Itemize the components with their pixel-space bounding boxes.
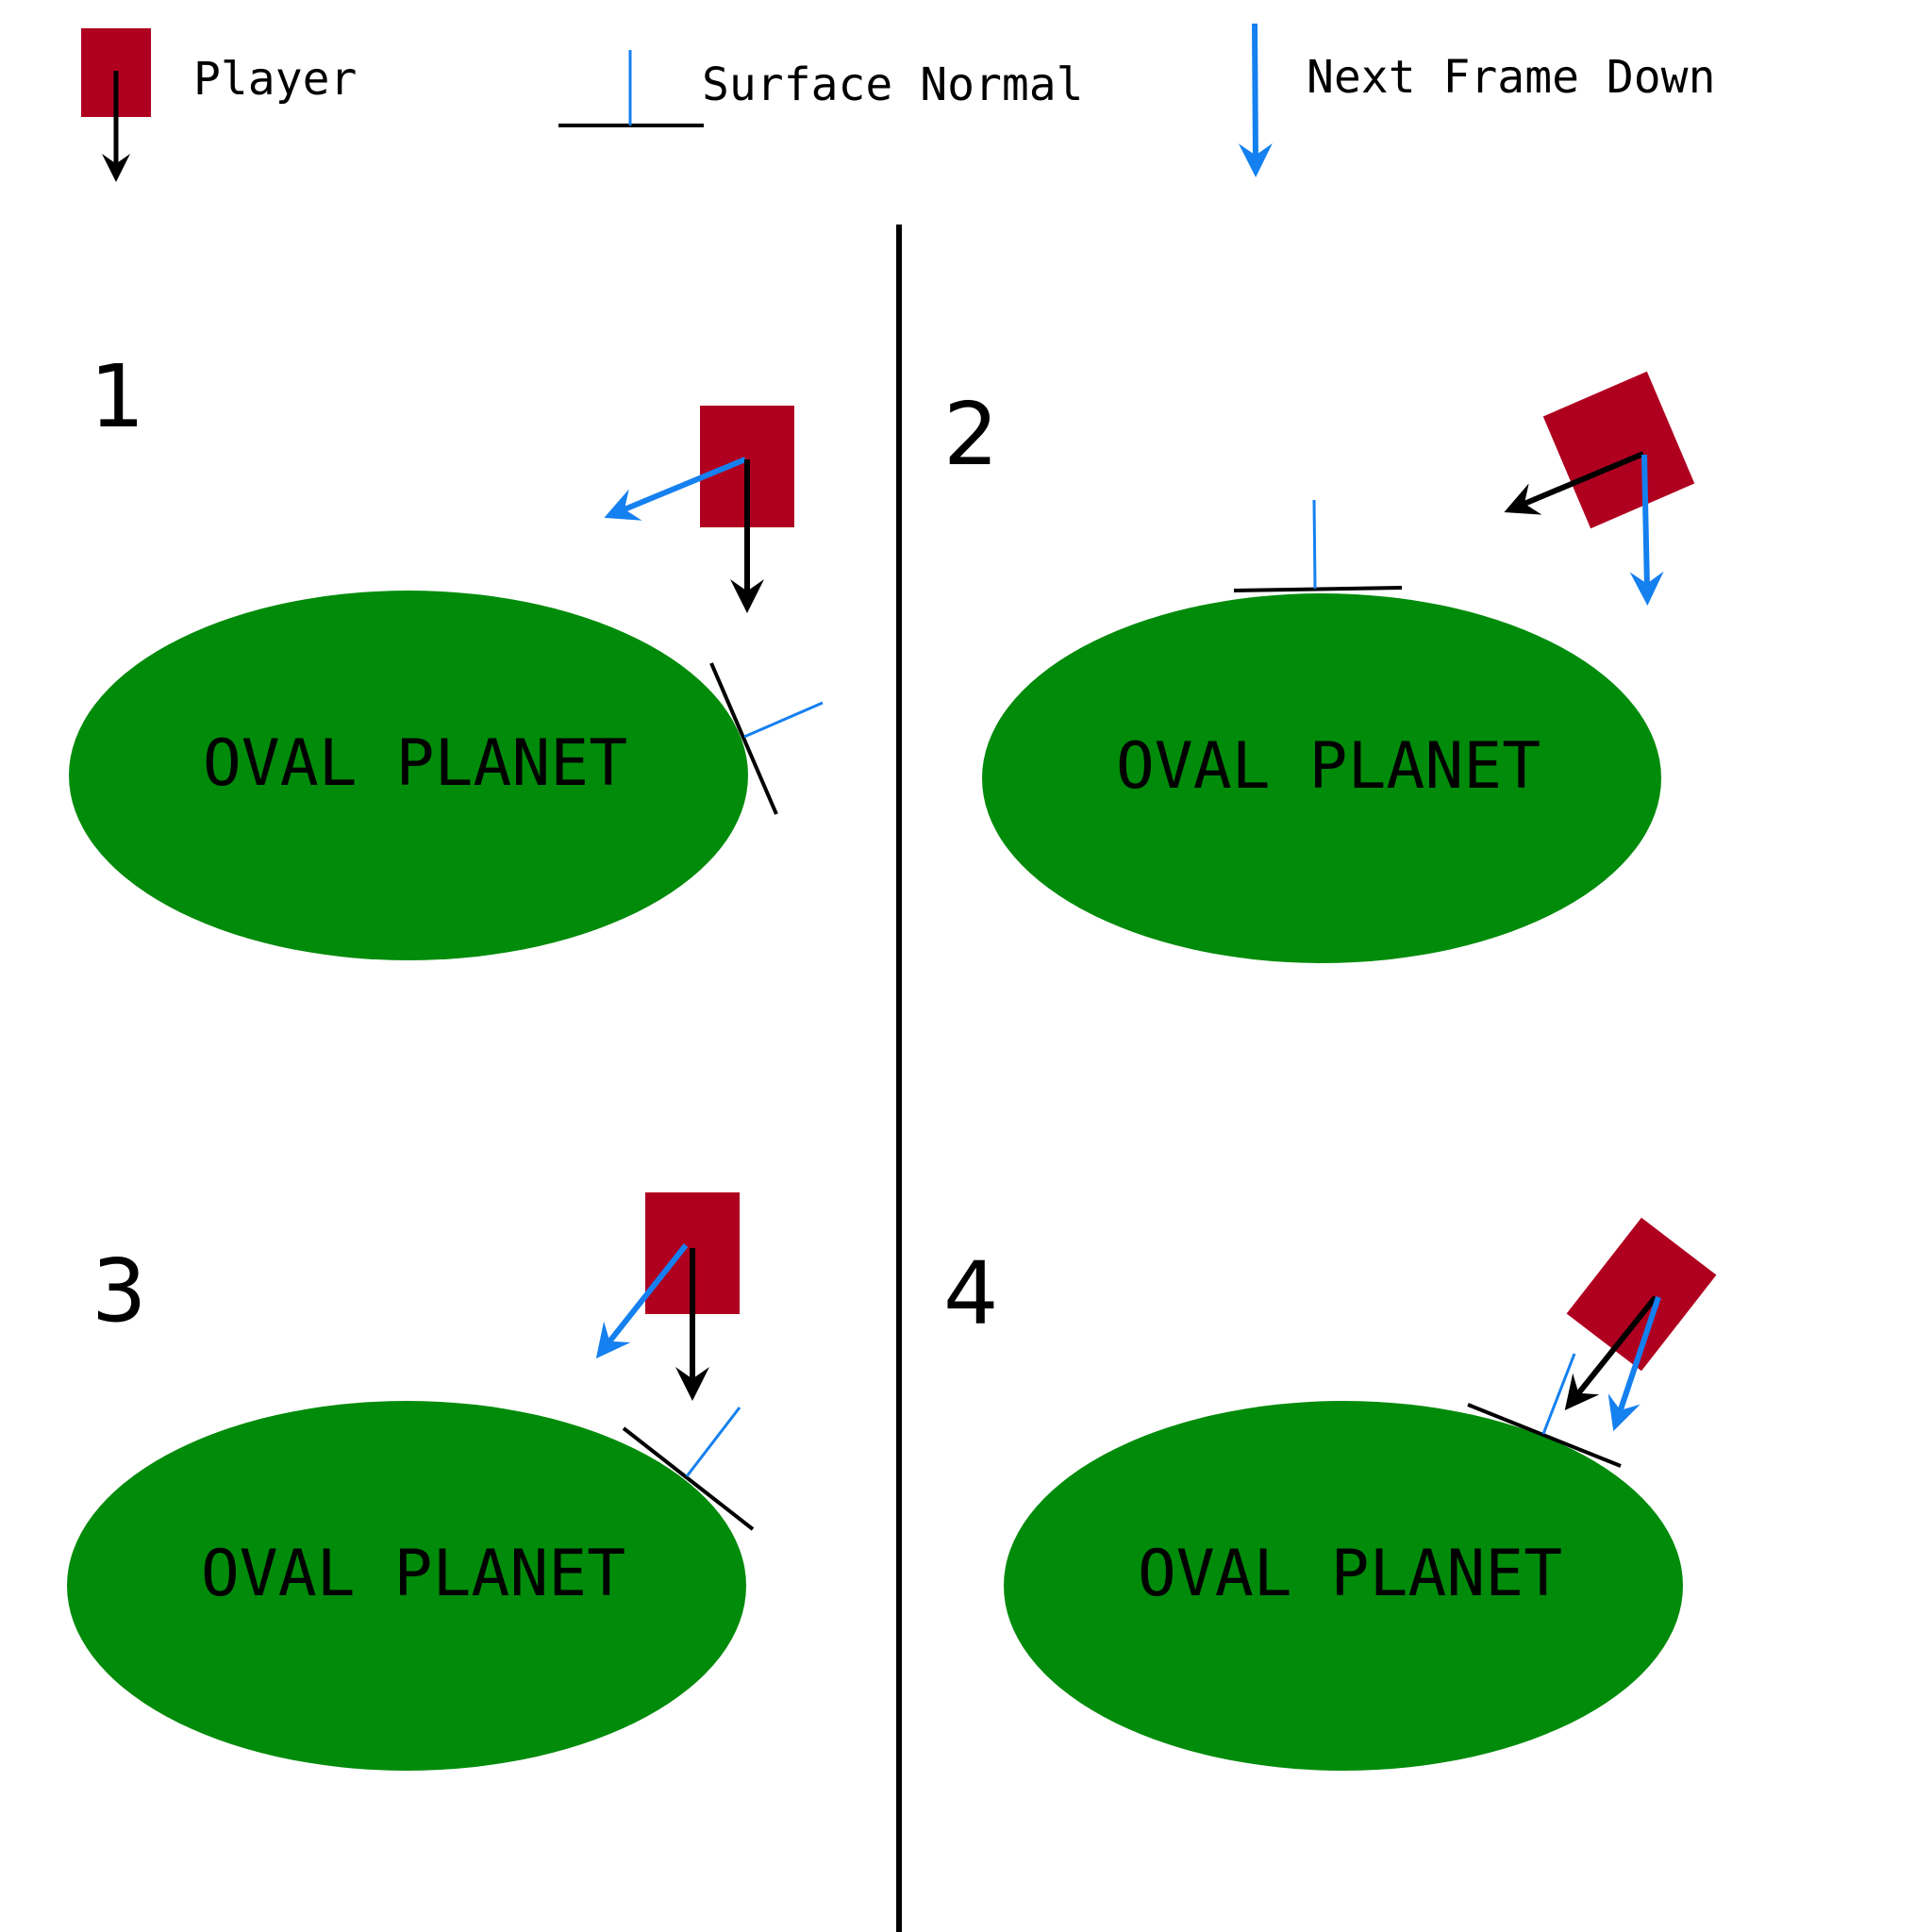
legend-next-frame-down-label: Next Frame Down <box>1307 51 1715 104</box>
panel-number: 4 <box>943 1243 999 1344</box>
legend-surface-normal-label: Surface Normal <box>702 58 1084 111</box>
surface-normal-line <box>743 701 824 739</box>
surface-tangent-line <box>709 662 778 815</box>
surface-normal-line <box>685 1407 741 1477</box>
legend: Player Surface Normal Next Frame Down <box>81 23 1715 182</box>
next-frame-down-arrow <box>595 1243 689 1359</box>
surface-normal-line <box>1312 499 1317 590</box>
panel-number: 1 <box>90 346 145 447</box>
surface-tangent-line <box>1233 586 1403 592</box>
player-down-arrow <box>1504 451 1645 515</box>
legend-player-label: Player <box>193 53 357 106</box>
planet-label: OVAL PLANET <box>1138 1537 1562 1611</box>
oval-planet <box>67 1401 746 1771</box>
player <box>1542 371 1695 529</box>
legend-player: Player <box>81 28 357 182</box>
planet-label: OVAL PLANET <box>203 726 627 801</box>
planet-label: OVAL PLANET <box>201 1537 625 1611</box>
next-frame-down-arrow <box>604 457 747 521</box>
next-frame-down-arrow <box>1629 454 1664 606</box>
player <box>1566 1217 1717 1372</box>
next-frame-down-arrow <box>1607 1296 1661 1432</box>
surface-tangent-line <box>1467 1403 1622 1468</box>
planet-label: OVAL PLANET <box>1116 729 1541 804</box>
legend-next-frame-arrow <box>1238 23 1273 177</box>
oval-planet <box>982 593 1661 963</box>
panel-4: 4 OVAL PLANET <box>943 1217 1717 1771</box>
surface-tangent-line <box>622 1426 755 1531</box>
panel-2: 2 OVAL PLANET <box>943 371 1695 963</box>
oval-planet <box>1004 1401 1683 1771</box>
oval-planet <box>69 591 748 960</box>
panel-number: 2 <box>943 384 999 485</box>
panel-3: 3 OVAL PLANET <box>67 1192 755 1771</box>
legend-next-frame-down: Next Frame Down <box>1238 23 1715 177</box>
legend-surface-normal: Surface Normal <box>558 50 1084 127</box>
panel-number: 3 <box>92 1241 147 1341</box>
surface-normal-line <box>1541 1353 1576 1435</box>
panel-1: 1 OVAL PLANET <box>69 346 824 960</box>
player-down-arrow <box>1564 1295 1658 1411</box>
